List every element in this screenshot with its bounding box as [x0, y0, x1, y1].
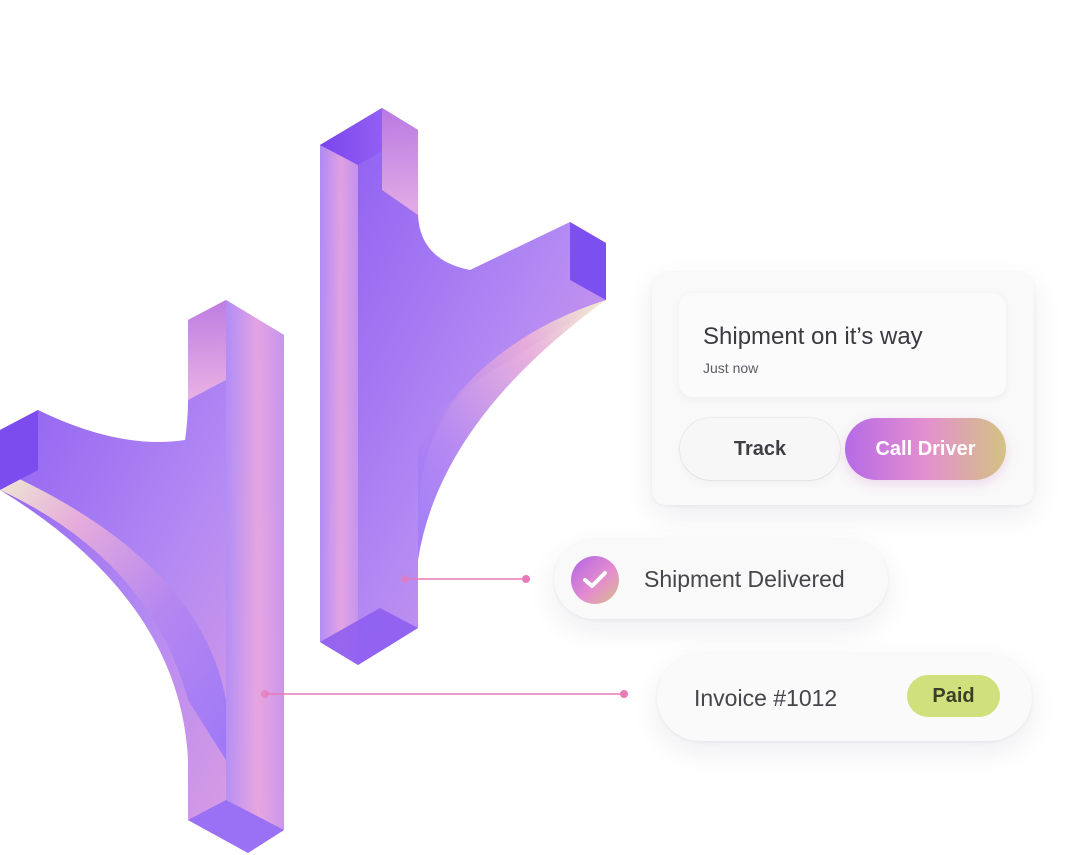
- check-icon-glyph: [583, 571, 607, 588]
- right-shape: [320, 108, 606, 665]
- connector-lines: [261, 575, 628, 698]
- delivered-label: Shipment Delivered: [644, 566, 845, 592]
- shipment-notification-card: Shipment on it’s way Just now Track Call…: [652, 272, 1034, 505]
- invoice-label: Invoice #1012: [694, 685, 838, 711]
- call-driver-button[interactable]: Call Driver: [845, 418, 1006, 480]
- notification-title: Shipment on it’s way: [703, 323, 923, 350]
- left-shape: [0, 300, 284, 853]
- notification-message: Shipment on it’s way Just now: [679, 293, 1006, 397]
- invoice-pill: Invoice #1012 Paid: [657, 654, 1032, 741]
- track-button[interactable]: Track: [680, 418, 840, 480]
- notification-time: Just now: [703, 360, 759, 376]
- status-badge: Paid: [907, 675, 1000, 717]
- check-icon: [571, 556, 619, 604]
- shipment-delivered-pill: Shipment Delivered: [554, 539, 888, 619]
